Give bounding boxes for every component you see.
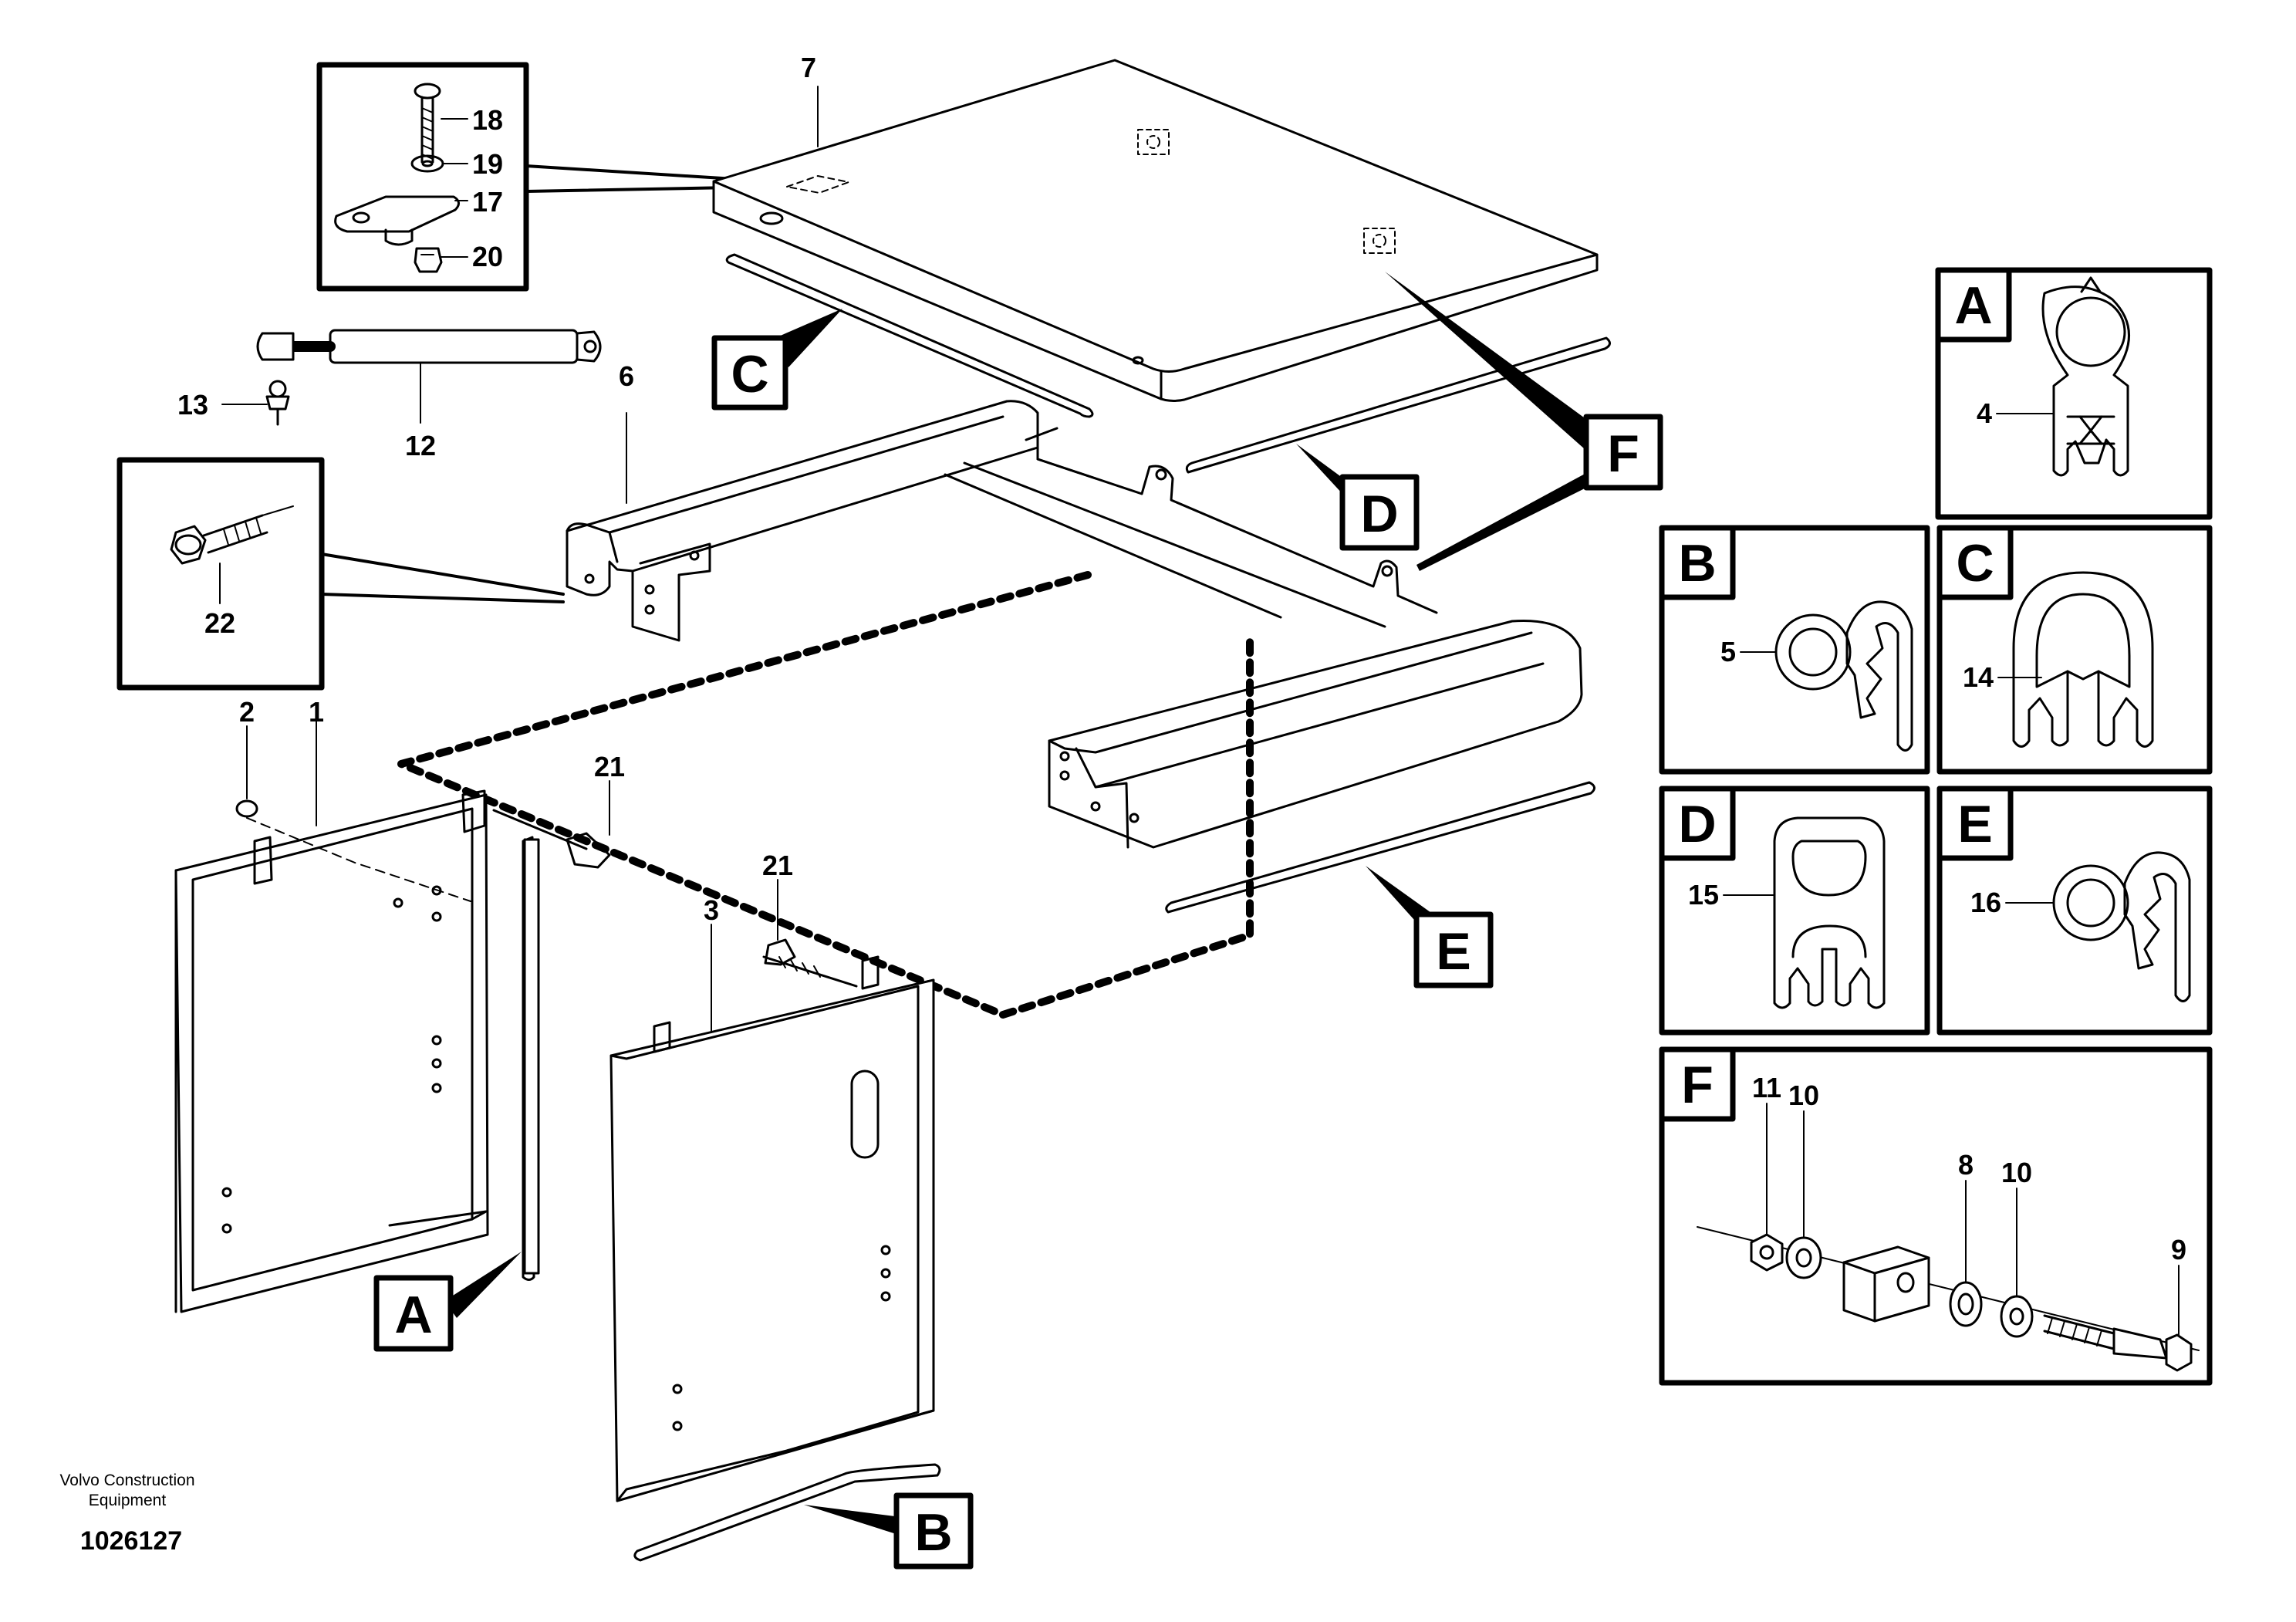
detail-panel-e [1936, 786, 2213, 1036]
part-label-14: 14 [1963, 661, 1994, 693]
part-label-12: 12 [405, 430, 436, 461]
part-label-16: 16 [1970, 887, 2001, 918]
part-label-5: 5 [1720, 636, 1736, 667]
screw-18 [414, 83, 441, 164]
buffer-pad-outline [1137, 129, 1396, 254]
detail-letter-b: B [1678, 534, 1716, 593]
part-label-4: 4 [1977, 397, 1992, 429]
ball-stud-13 [221, 380, 290, 426]
callout-c-leader [772, 309, 842, 367]
document-number: 1026127 [80, 1526, 182, 1556]
detail-panel-d [1659, 786, 1930, 1036]
edge-seal-profile-15 [1773, 816, 1886, 1009]
hinge-bracket-17 [334, 195, 460, 233]
cable-routing [397, 571, 1254, 1019]
part-label-15: 15 [1688, 879, 1719, 911]
callout-box-d [1339, 474, 1420, 551]
seal-rod-b [633, 1463, 941, 1562]
frame-rail-right [1048, 619, 1583, 849]
side-panel-1 [174, 705, 611, 1313]
detail-letters: C D F E A B A B C D E F [394, 276, 1994, 1562]
detail-panel-a [1935, 267, 2213, 520]
part-label-21-lower: 21 [762, 850, 793, 881]
part-label-6: 6 [619, 360, 634, 392]
screw-detail-inset [116, 457, 565, 691]
detail-panel-f [1659, 1046, 2213, 1386]
hinge-detail-inset [316, 62, 773, 292]
footer: Volvo Construction Equipment 1026127 [59, 1472, 194, 1556]
callout-f-leader [1385, 272, 1599, 571]
detail-letter-a: A [1954, 276, 1992, 335]
seal-rod-c [725, 253, 1094, 418]
washer-10-left [1785, 1236, 1822, 1279]
seal-rod-e [1165, 781, 1595, 914]
callout-letter-d: D [1360, 485, 1398, 543]
part-label-20: 20 [472, 241, 503, 272]
company-name-line2: Equipment [89, 1492, 167, 1509]
detail-letter-c: C [1956, 534, 1994, 593]
callout-b-leader [804, 1505, 901, 1536]
gas-strut-12 [256, 329, 602, 424]
washer-19 [410, 154, 444, 173]
part-label-10-right: 10 [2001, 1157, 2032, 1188]
callout-letter-a: A [394, 1286, 432, 1344]
part-label-3: 3 [704, 894, 719, 926]
detail-panel-b [1659, 525, 1930, 775]
callout-box-e [1413, 911, 1494, 988]
frame-6 [566, 400, 1438, 642]
callout-letter-b: B [914, 1503, 952, 1562]
callout-letter-c: C [731, 345, 768, 404]
lid-7 [712, 59, 1599, 402]
part-labels: 7 18 19 17 20 13 12 6 22 2 1 21 21 3 4 5… [177, 52, 2186, 1265]
detail-letter-e: E [1957, 795, 1992, 853]
seal-rod-a [523, 838, 540, 1275]
part-label-19: 19 [472, 148, 503, 180]
spacer-8 [1949, 1281, 1983, 1327]
callout-letter-e: E [1436, 922, 1470, 981]
part-label-2: 2 [239, 696, 255, 728]
callout-letter-f: F [1607, 424, 1639, 483]
part-label-7: 7 [801, 52, 816, 83]
part-label-13: 13 [177, 389, 208, 421]
part-label-8: 8 [1958, 1149, 1974, 1181]
part-label-18: 18 [472, 104, 503, 136]
part-label-21-upper: 21 [594, 751, 625, 782]
callout-box-f [1583, 414, 1663, 491]
part-label-22: 22 [204, 607, 235, 639]
nut-11 [1750, 1233, 1784, 1272]
part-label-9: 9 [2171, 1234, 2186, 1265]
rubber-buffer [1842, 1245, 1930, 1323]
callout-box-c [711, 335, 788, 411]
callout-box-a [373, 1275, 454, 1352]
part-label-17: 17 [472, 186, 503, 218]
washer-10-right [2000, 1295, 2034, 1338]
nut-20 [414, 247, 443, 273]
company-name-line1: Volvo Construction [59, 1472, 194, 1489]
part-label-11: 11 [1752, 1072, 1781, 1103]
part-label-10-left: 10 [1788, 1080, 1819, 1111]
bolt-9 [2112, 1327, 2168, 1360]
callout-box-b [893, 1492, 974, 1570]
detail-letter-d: D [1678, 795, 1716, 853]
detail-panel-c [1936, 525, 2213, 775]
seal-rod-d [1185, 336, 1611, 474]
callout-a-leader [444, 1252, 522, 1318]
part-label-1: 1 [309, 696, 324, 728]
edge-seal-profile-4 [2041, 286, 2130, 477]
side-panel-3 [609, 879, 935, 1502]
detail-letter-f: F [1681, 1056, 1714, 1114]
edge-seal-profile-14 [2012, 571, 2154, 748]
